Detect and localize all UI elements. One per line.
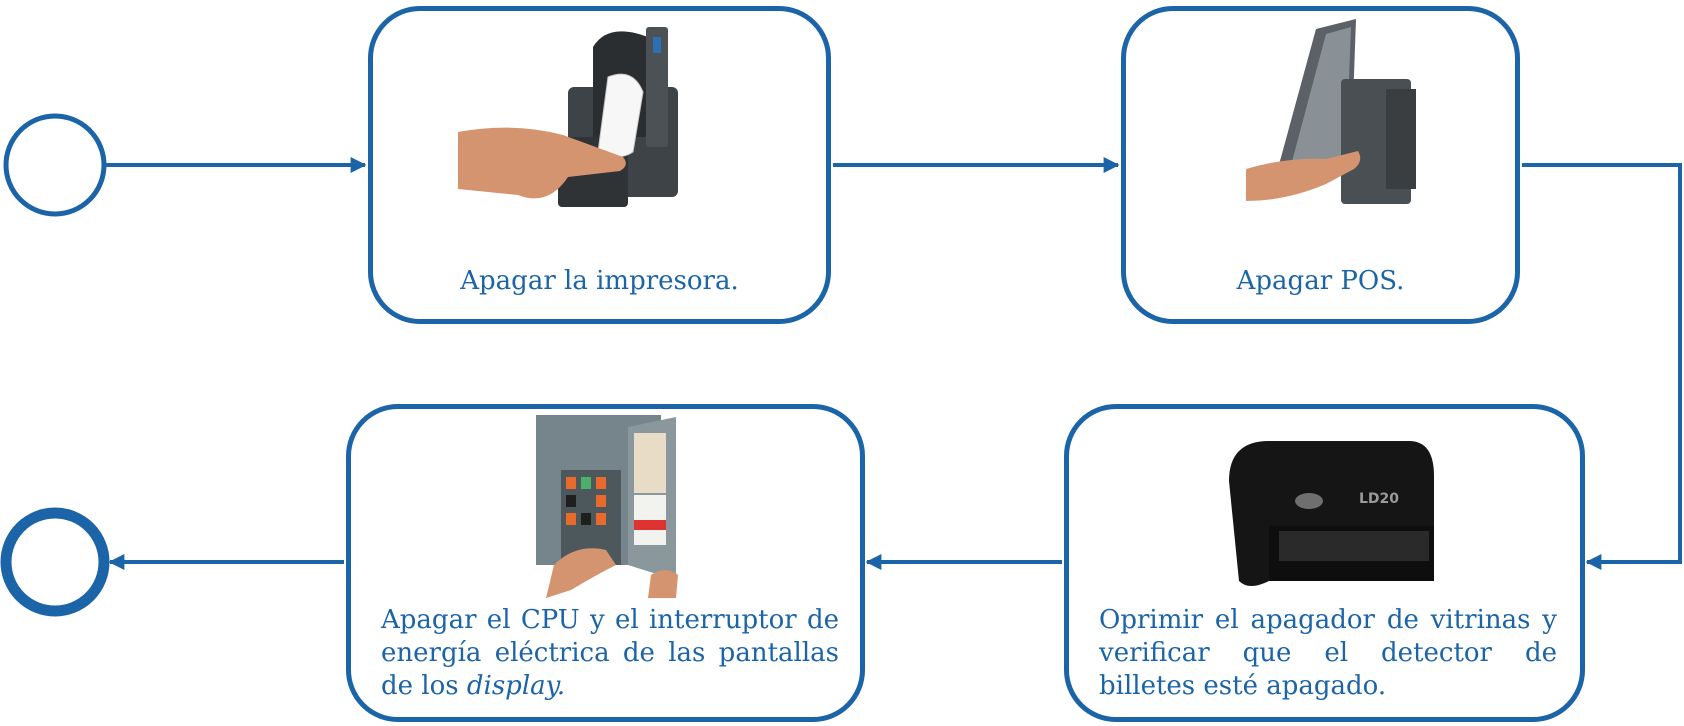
- printer-photo: [458, 27, 678, 207]
- step-printer: Apagar la impresora.: [368, 6, 831, 324]
- step-label: Apagar el CPU y el interruptor de energí…: [381, 604, 839, 703]
- step-label-emphasis: display.: [466, 671, 566, 701]
- start-event: [3, 113, 107, 217]
- step-label: Oprimir el apagador de vitrinas y verifi…: [1099, 605, 1557, 701]
- breaker-panel-photo: [536, 415, 678, 598]
- step-label-text: Apagar el CPU y el interruptor de energí…: [381, 605, 839, 701]
- step-label: Apagar la impresora.: [460, 266, 739, 296]
- pos-terminal-photo: [1246, 19, 1416, 204]
- step-pos: Apagar POS.: [1121, 6, 1520, 324]
- step-detector: LD20 Oprimir el apagador de vitrinas y v…: [1064, 404, 1585, 722]
- step-label: Apagar POS.: [1236, 266, 1405, 296]
- connector-pos-to-detector: [1522, 163, 1682, 570]
- detector-model-text: LD20: [1359, 491, 1399, 507]
- bill-detector-photo: LD20: [1229, 441, 1434, 586]
- end-event: [0, 507, 110, 617]
- step-breaker: Apagar el CPU y el interruptor de energí…: [346, 404, 865, 722]
